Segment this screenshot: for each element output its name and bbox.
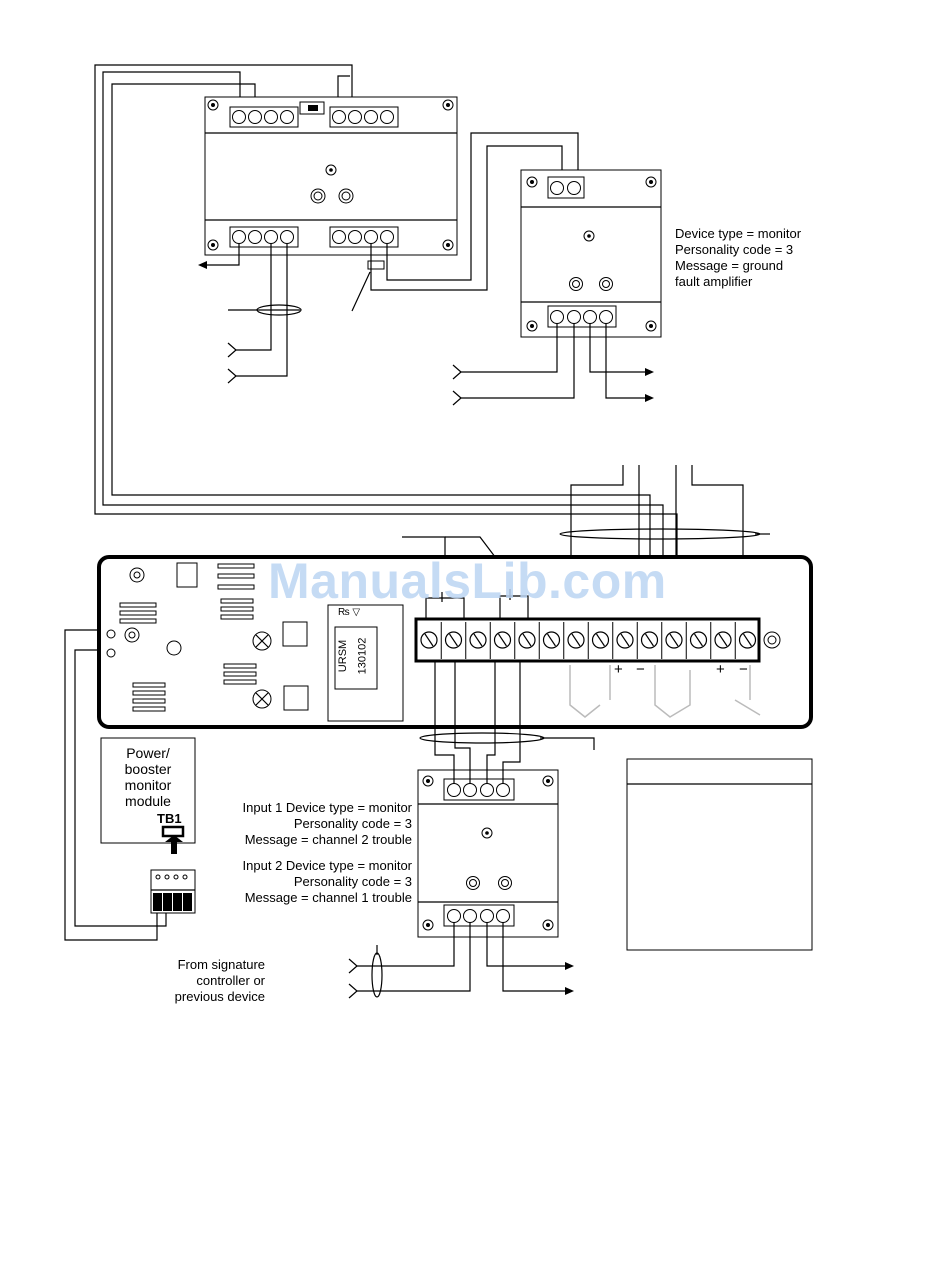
power-module-line-4: module <box>125 793 171 809</box>
loop-wires <box>94 64 678 635</box>
strip-screw-slot <box>645 633 654 647</box>
strip-screw-slot <box>498 633 507 647</box>
board-traces <box>569 665 761 718</box>
input1-device-type: Input 1 Device type = monitor <box>242 800 412 815</box>
strip-screw-slot <box>424 633 434 647</box>
input2-device-type: Input 2 Device type = monitor <box>242 858 412 873</box>
strip-screw-slot <box>449 633 458 647</box>
from-signature-3: previous device <box>174 989 265 1004</box>
strip-screw-slot <box>571 633 581 647</box>
ground-fault-message-2: fault amplifier <box>675 274 753 289</box>
minus-mark-2: − <box>739 661 748 678</box>
plus-mark-1: + <box>614 661 623 678</box>
svg-text:₨ ▽: ₨ ▽ <box>338 607 360 618</box>
top-left-module <box>204 96 458 256</box>
strip-screw-slot <box>522 633 532 647</box>
strip-screw-slot <box>718 633 728 647</box>
power-module-line-1: Power/ <box>126 745 170 761</box>
ground-fault-module <box>452 169 662 406</box>
terminal-strip-screws <box>420 622 757 659</box>
minus-mark-1: − <box>636 661 645 678</box>
relay-text-2: 130102 <box>356 637 369 675</box>
lower-monitor-module <box>348 661 595 999</box>
power-module-line-3: monitor <box>124 777 172 793</box>
strip-jumpers <box>425 589 529 619</box>
strip-screw-slot <box>743 633 752 647</box>
strip-screw-slot <box>596 633 605 647</box>
ground-fault-device-type: Device type = monitor <box>675 226 802 241</box>
ground-fault-personality: Personality code = 3 <box>675 242 794 257</box>
input1-personality: Personality code = 3 <box>293 816 412 831</box>
legend-box <box>626 758 813 951</box>
strip-screw-slot <box>669 633 679 647</box>
tb1-label: TB1 <box>157 811 182 826</box>
relay-text-1: URSM <box>337 639 350 673</box>
power-booster-module <box>64 629 196 941</box>
strip-screw-slot <box>547 633 556 647</box>
board-screw <box>763 631 781 649</box>
ground-fault-message-1: Message = ground <box>675 258 784 273</box>
plus-mark-2: + <box>716 661 725 678</box>
strip-screw-slot <box>620 633 630 647</box>
strip-screw-slot <box>473 633 483 647</box>
watermark: ManualsLib.com <box>268 553 667 609</box>
top-left-module-wires <box>198 132 579 384</box>
input1-message: Message = channel 2 trouble <box>244 832 412 847</box>
input2-message: Message = channel 1 trouble <box>244 890 412 905</box>
from-signature-1: From signature <box>177 957 265 972</box>
input2-personality: Personality code = 3 <box>293 874 412 889</box>
from-signature-2: controller or <box>196 973 265 988</box>
strip-screw-slot <box>694 633 703 647</box>
power-module-line-2: booster <box>124 761 172 777</box>
